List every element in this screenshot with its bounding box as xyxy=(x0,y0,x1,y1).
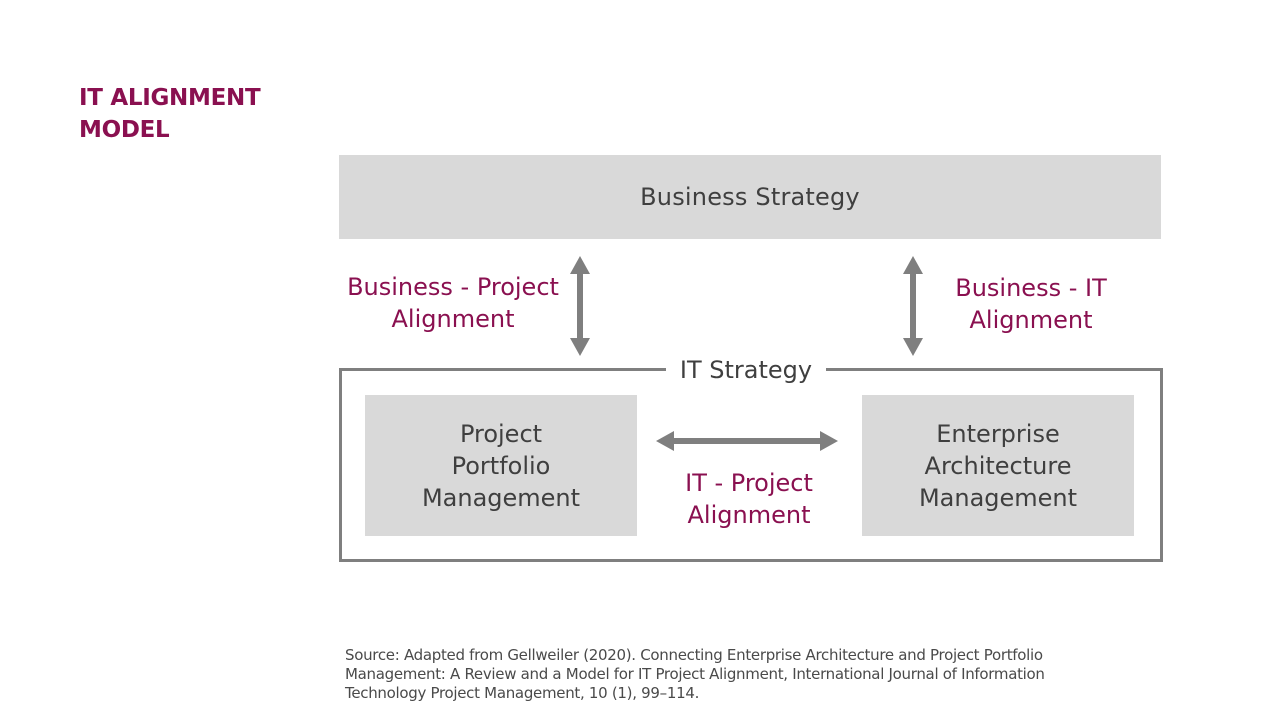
business-strategy-box: Business Strategy xyxy=(339,155,1161,239)
business-project-arrow-icon xyxy=(570,256,590,356)
ppm-line-2: Portfolio xyxy=(451,451,551,480)
slide-title: IT ALIGNMENT MODEL xyxy=(79,82,339,146)
eam-line-3: Management xyxy=(918,483,1078,512)
business-it-arrow-icon xyxy=(903,256,923,356)
it-project-alignment-line-2: Alignment xyxy=(687,501,811,529)
slide-title-line-1: IT ALIGNMENT xyxy=(79,85,261,111)
source-line-1: Source: Adapted from Gellweiler (2020). … xyxy=(345,646,1043,664)
business-project-alignment-line-2: Alignment xyxy=(391,305,515,333)
eam-line-2: Architecture xyxy=(924,451,1072,480)
ppm-line-1: Project xyxy=(459,419,543,448)
business-project-alignment-line-1: Business - Project xyxy=(347,273,559,301)
business-it-alignment-label: Business - IT Alignment xyxy=(940,272,1122,336)
it-project-alignment-line-1: IT - Project xyxy=(685,469,813,497)
ppm-line-3: Management xyxy=(421,483,581,512)
eam-line-1: Enterprise xyxy=(936,419,1060,448)
source-line-3: Technology Project Management, 10 (1), 9… xyxy=(345,684,700,702)
business-strategy-label: Business Strategy xyxy=(640,183,860,211)
business-project-alignment-label: Business - Project Alignment xyxy=(335,271,571,335)
it-strategy-label: IT Strategy xyxy=(666,354,826,386)
source-citation: Source: Adapted from Gellweiler (2020). … xyxy=(345,646,1145,703)
slide-title-line-2: MODEL xyxy=(79,117,170,143)
business-it-alignment-line-1: Business - IT xyxy=(955,274,1107,302)
it-project-arrow-icon xyxy=(656,431,838,451)
business-it-alignment-line-2: Alignment xyxy=(969,306,1093,334)
enterprise-architecture-management-box: Enterprise Architecture Management xyxy=(862,395,1134,536)
source-line-2: Management: A Review and a Model for IT … xyxy=(345,665,1045,683)
it-project-alignment-label: IT - Project Alignment xyxy=(660,467,838,531)
project-portfolio-management-box: Project Portfolio Management xyxy=(365,395,637,536)
